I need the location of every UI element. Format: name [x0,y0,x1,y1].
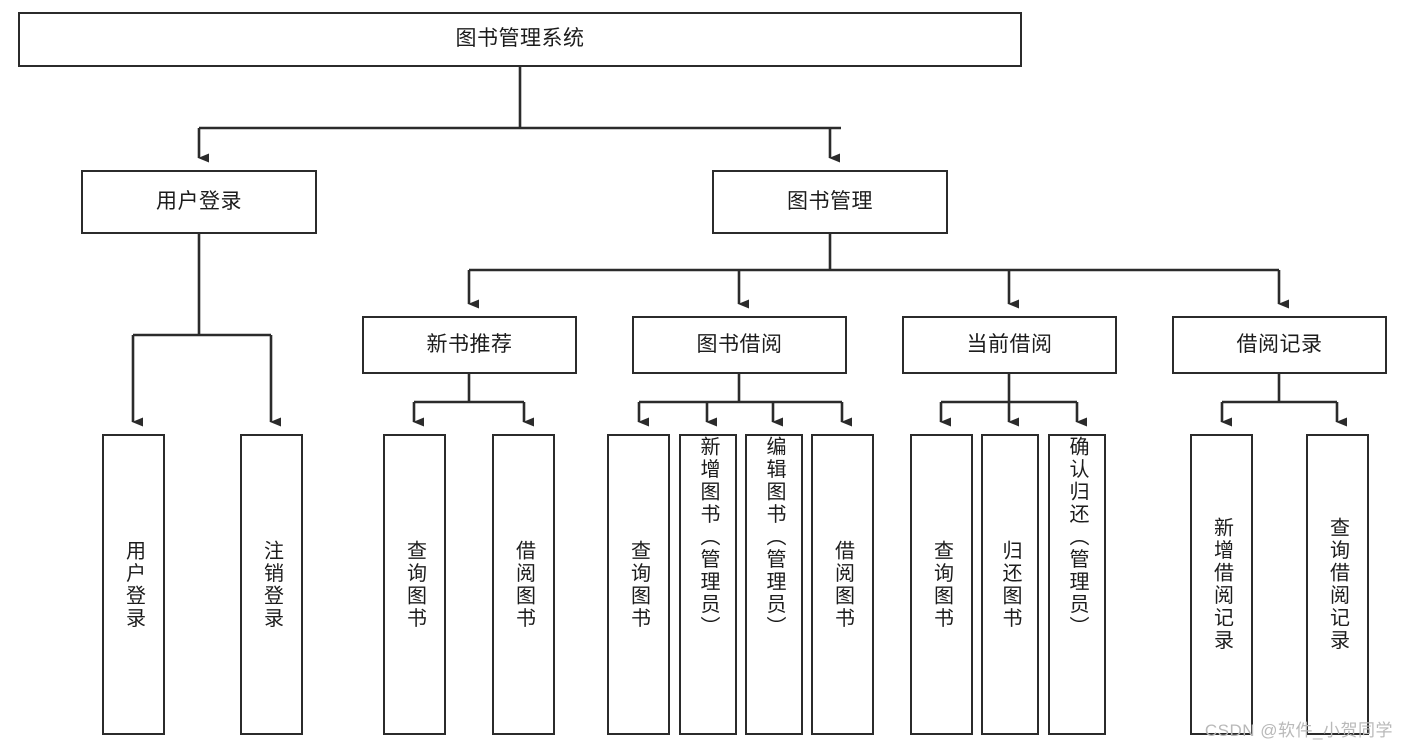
node-leaf-query-book-2[interactable]: 查询图书 [607,434,670,735]
node-leaf-return-book[interactable]: 归还图书 [981,434,1039,735]
node-current-borrow-label: 当前借阅 [966,332,1053,356]
node-book-borrow-label: 图书借阅 [696,332,783,356]
node-leaf-user-login[interactable]: 用户登录 [102,434,165,735]
node-new-book-recommend-label: 新书推荐 [426,332,513,356]
node-root[interactable]: 图书管理系统 [18,12,1022,67]
node-leaf-confirm-return-label: 确认归还（管理员） [1066,436,1088,639]
node-current-borrow[interactable]: 当前借阅 [902,316,1117,374]
node-leaf-logout-label: 注销登录 [260,539,283,630]
node-leaf-confirm-return[interactable]: 确认归还（管理员） [1048,434,1106,735]
node-leaf-add-book-label: 新增图书（管理员） [697,436,719,639]
node-leaf-query-book-2-label: 查询图书 [627,539,650,630]
node-book-management[interactable]: 图书管理 [712,170,948,234]
node-root-label: 图书管理系统 [455,27,585,51]
node-leaf-query-book-1[interactable]: 查询图书 [383,434,446,735]
node-leaf-borrow-book-2[interactable]: 借阅图书 [811,434,874,735]
node-leaf-borrow-book-1-label: 借阅图书 [512,539,535,630]
node-leaf-query-record[interactable]: 查询借阅记录 [1306,434,1369,735]
node-leaf-return-book-label: 归还图书 [999,539,1021,630]
node-user-login[interactable]: 用户登录 [81,170,317,234]
node-book-borrow[interactable]: 图书借阅 [632,316,847,374]
node-leaf-query-book-3-label: 查询图书 [930,539,953,630]
node-leaf-borrow-book-2-label: 借阅图书 [831,539,854,630]
node-leaf-add-book[interactable]: 新增图书（管理员） [679,434,737,735]
node-leaf-logout[interactable]: 注销登录 [240,434,303,735]
node-leaf-query-record-label: 查询借阅记录 [1326,517,1349,652]
node-book-management-label: 图书管理 [787,189,873,213]
node-borrow-record-label: 借阅记录 [1236,332,1323,356]
node-leaf-edit-book[interactable]: 编辑图书（管理员） [745,434,803,735]
node-leaf-user-login-label: 用户登录 [122,539,145,630]
node-leaf-edit-book-label: 编辑图书（管理员） [763,436,785,639]
node-user-login-label: 用户登录 [156,189,242,213]
node-new-book-recommend[interactable]: 新书推荐 [362,316,577,374]
node-borrow-record[interactable]: 借阅记录 [1172,316,1387,374]
watermark-text: CSDN @软件_小贺同学 [1204,721,1393,740]
node-leaf-query-book-3[interactable]: 查询图书 [910,434,973,735]
node-leaf-query-book-1-label: 查询图书 [403,539,426,630]
node-leaf-borrow-book-1[interactable]: 借阅图书 [492,434,555,735]
node-leaf-add-record-label: 新增借阅记录 [1210,517,1233,652]
node-leaf-add-record[interactable]: 新增借阅记录 [1190,434,1253,735]
